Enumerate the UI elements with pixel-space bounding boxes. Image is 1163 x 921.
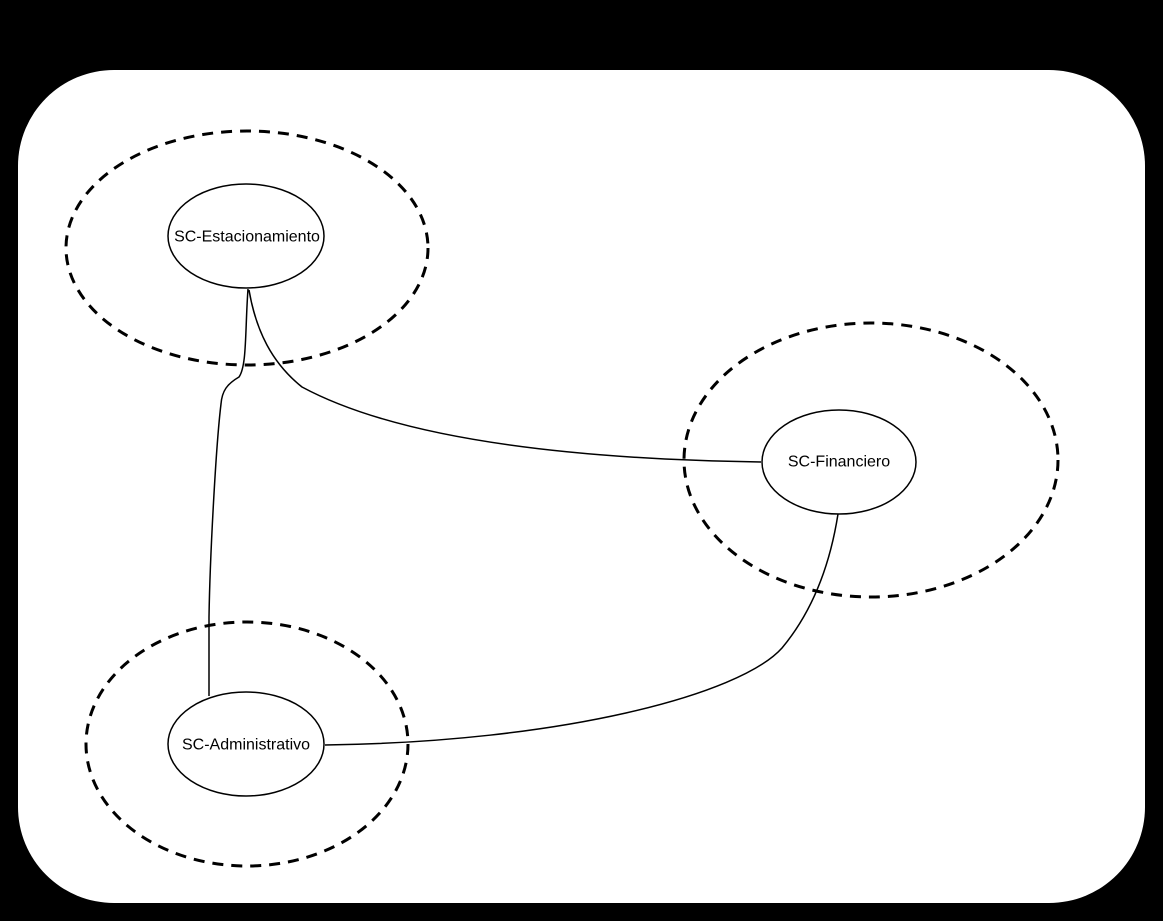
- cluster-boundaries-layer: [64, 129, 1060, 868]
- edge-estacionamiento-financiero: [248, 289, 762, 463]
- cluster-financiero-boundary: [682, 321, 1060, 599]
- node-financiero-shape[interactable]: [761, 409, 917, 515]
- node-estacionamiento-label: SC-Estacionamiento: [174, 229, 320, 246]
- node-estacionamiento-shape[interactable]: [167, 183, 325, 289]
- node-financiero-label: SC-Financiero: [788, 454, 890, 471]
- edges-layer: [208, 288, 839, 746]
- edge-financiero-administrativo: [324, 513, 839, 746]
- edge-estacionamiento-administrativo: [208, 288, 249, 696]
- node-administrativo-shape[interactable]: [167, 691, 325, 797]
- nodes-layer: [167, 183, 917, 797]
- diagram-page: [18, 70, 1145, 903]
- node-financiero[interactable]: [761, 409, 917, 515]
- node-administrativo[interactable]: [167, 691, 325, 797]
- cluster-estacionamiento-boundary: [64, 129, 430, 367]
- node-administrativo-label: SC-Administrativo: [182, 737, 310, 754]
- node-estacionamiento[interactable]: [167, 183, 325, 289]
- cluster-administrativo-boundary: [84, 620, 410, 868]
- labels-layer: SC-Estacionamiento SC-Financiero SC-Admi…: [174, 229, 890, 754]
